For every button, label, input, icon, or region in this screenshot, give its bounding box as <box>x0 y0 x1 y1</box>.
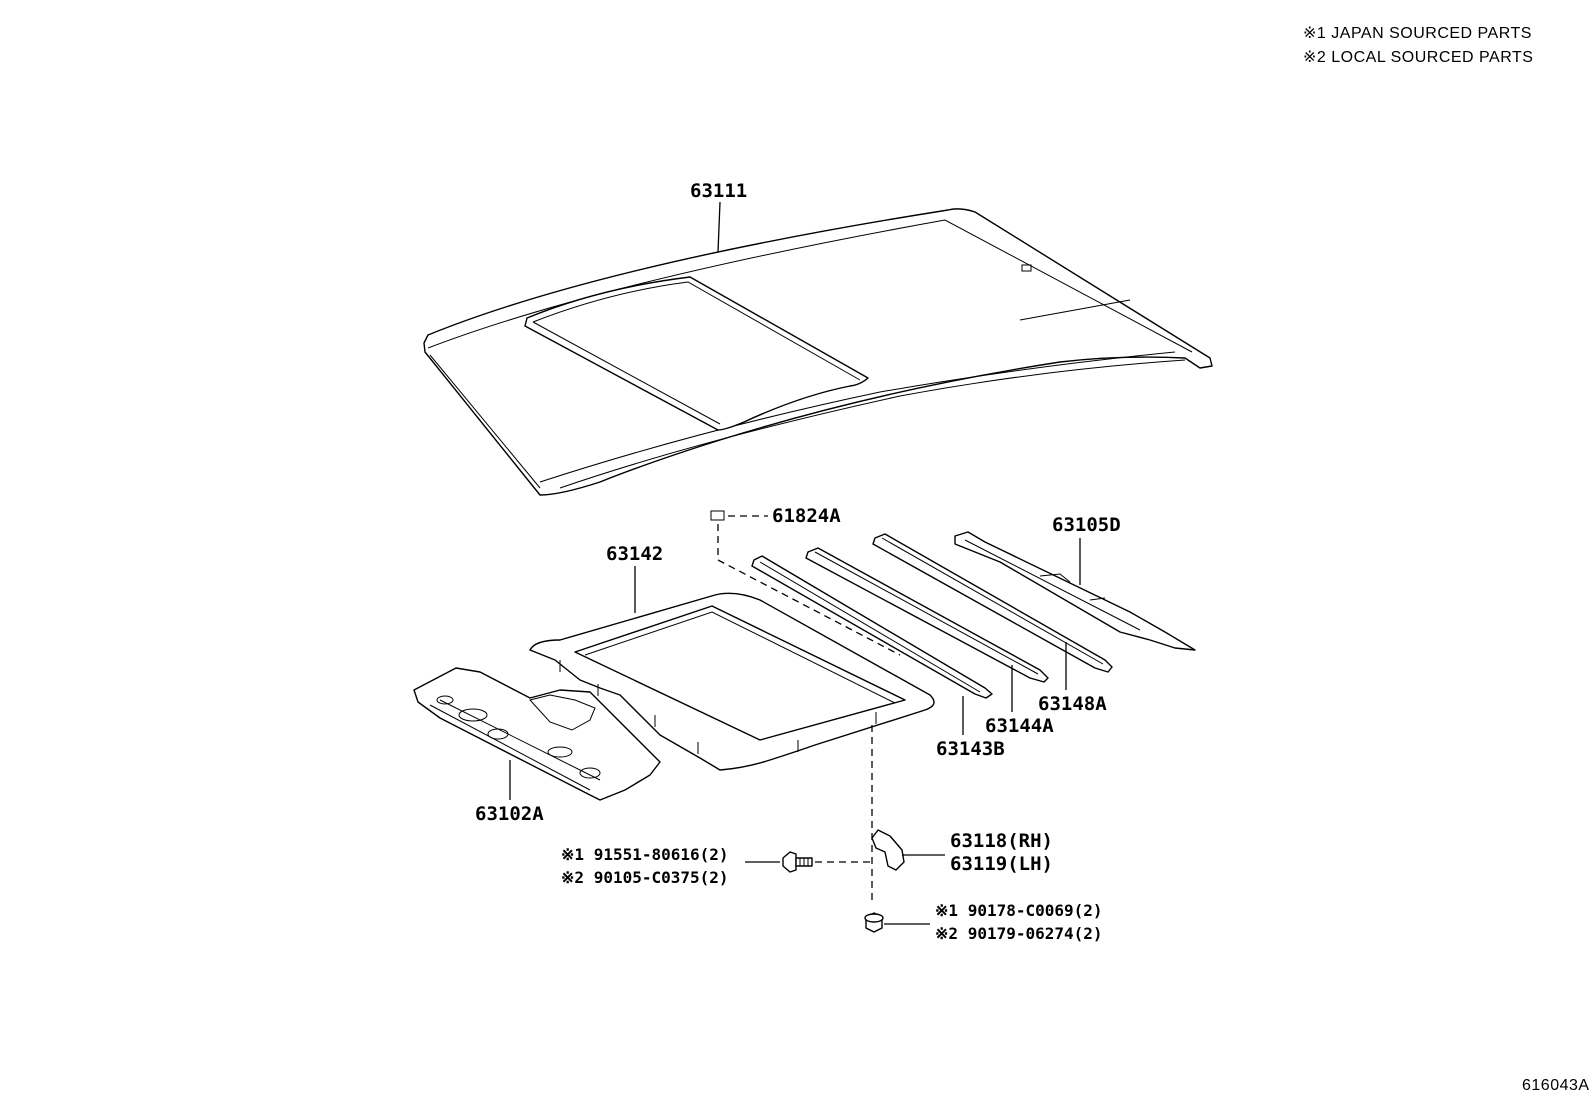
reinforcement-frame[interactable]: 63142 <box>529 543 935 771</box>
nut[interactable]: ※1 90178-C0069(2) ※2 90179-06274(2) <box>864 901 1103 943</box>
nut-mark-1: ※1 <box>935 901 958 920</box>
label-plug: 61824A <box>772 505 841 527</box>
label-bow-63143B: 63143B <box>936 738 1005 760</box>
label-rear-rail: 63105D <box>1052 514 1121 536</box>
label-bow-63144A: 63144A <box>985 715 1054 737</box>
roof-bow-63143B[interactable]: 63143B <box>751 555 1005 760</box>
nut-mark-2: ※2 <box>935 924 958 943</box>
diagram-id: 616043A <box>1522 1077 1590 1094</box>
label-bow-63148A: 63148A <box>1038 693 1107 715</box>
label-bracket-rh: 63118(RH) <box>950 830 1053 852</box>
bolt-code-2: 90105-C0375(2) <box>594 868 729 887</box>
label-front-rail: 63102A <box>475 803 544 825</box>
legend-text-2: LOCAL SOURCED PARTS <box>1331 49 1533 66</box>
svg-text:※1 91551-80616(2): ※1 91551-80616(2) <box>561 845 729 864</box>
legend-mark-2: ※2 <box>1303 49 1326 66</box>
bolt-mark-1: ※1 <box>561 845 584 864</box>
legend-mark-1: ※1 <box>1303 25 1326 42</box>
roof-panel[interactable]: 63111 <box>423 180 1213 496</box>
nut-code-1: 90178-C0069(2) <box>968 901 1103 920</box>
bracket-63118-63119[interactable]: 63118(RH) 63119(LH) <box>871 829 1053 875</box>
svg-text:※2 LOCAL SOURCED PARTS: ※2 LOCAL SOURCED PARTS <box>1303 49 1533 66</box>
legend-text-1: JAPAN SOURCED PARTS <box>1331 25 1532 42</box>
nut-code-2: 90179-06274(2) <box>968 924 1103 943</box>
legend: ※1 JAPAN SOURCED PARTS ※2 LOCAL SOURCED … <box>1303 25 1533 66</box>
roof-bow-63144A[interactable]: 63144A <box>805 547 1054 737</box>
label-roof-panel: 63111 <box>690 180 747 202</box>
roof-bow-63148A[interactable]: 63148A <box>872 533 1113 715</box>
front-rail-63102A[interactable]: 63102A <box>413 667 661 825</box>
svg-text:※2 90179-06274(2): ※2 90179-06274(2) <box>935 924 1103 943</box>
bolt-code-1: 91551-80616(2) <box>594 845 729 864</box>
rear-rail-63105D[interactable]: 63105D <box>954 514 1196 651</box>
svg-text:※1 JAPAN SOURCED PARTS: ※1 JAPAN SOURCED PARTS <box>1303 25 1532 42</box>
svg-text:※1 90178-C0069(2): ※1 90178-C0069(2) <box>935 901 1103 920</box>
label-frame: 63142 <box>606 543 663 565</box>
svg-text:※2 90105-C0375(2): ※2 90105-C0375(2) <box>561 868 729 887</box>
bolt[interactable]: ※1 91551-80616(2) ※2 90105-C0375(2) <box>561 845 872 887</box>
plug-61824A[interactable]: 61824A <box>710 505 841 527</box>
label-bracket-lh: 63119(LH) <box>950 853 1053 875</box>
bolt-mark-2: ※2 <box>561 868 584 887</box>
